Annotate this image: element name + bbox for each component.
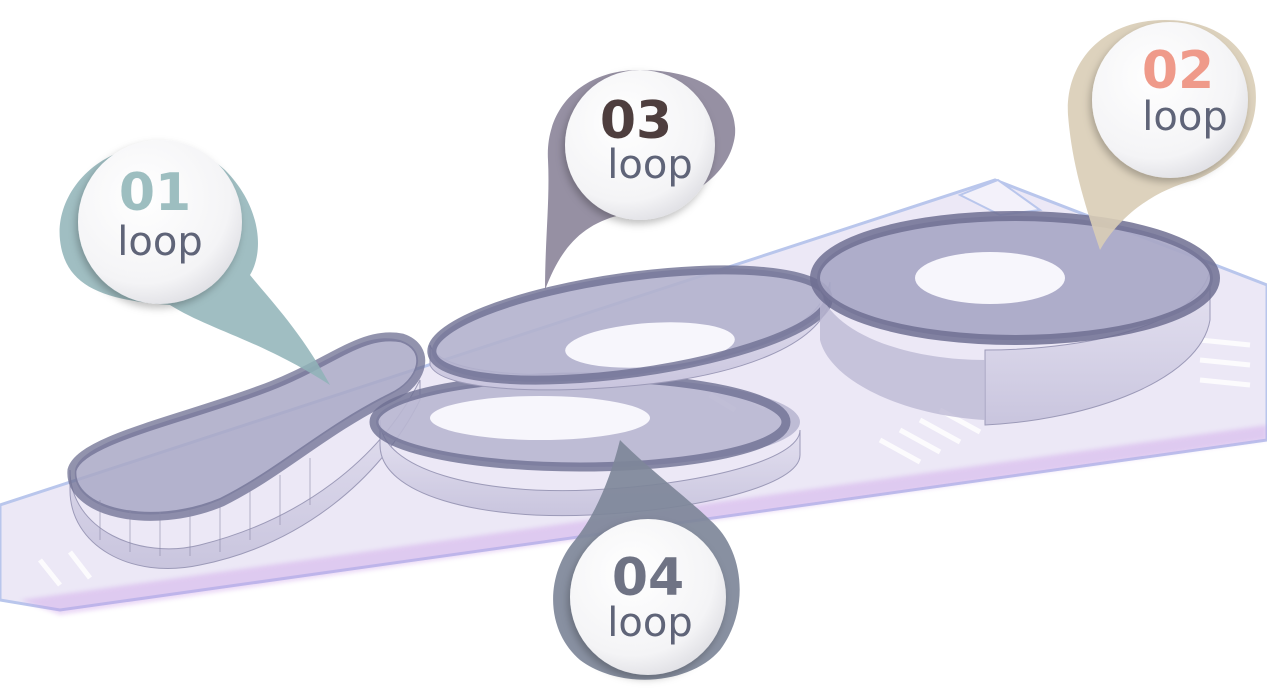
building-03-courtyard — [565, 322, 735, 368]
callout-01-number: 01 — [119, 163, 191, 223]
building-02-wall-shadow — [820, 290, 985, 420]
building-01-facade-lines — [99, 458, 311, 556]
callout-04: 04 loop — [553, 440, 740, 680]
building-04-wall — [379, 419, 801, 517]
callout-02-disc — [1092, 22, 1248, 178]
callout-04-number: 04 — [612, 548, 684, 608]
callout-01: 01 loop — [59, 140, 331, 385]
building-04-courtyard — [430, 396, 650, 440]
building-01-roof — [74, 338, 419, 515]
callout-03-label: loop — [607, 142, 692, 188]
callout-03: 03 loop — [545, 70, 736, 290]
building-02-courtyard — [915, 252, 1065, 304]
building-04 — [369, 372, 801, 517]
loop-ring-01 — [67, 332, 426, 521]
callout-04-disc — [570, 519, 726, 675]
callout-02: 02 loop — [1067, 20, 1256, 250]
site-peak — [957, 178, 1043, 217]
callout-03-number: 03 — [600, 91, 672, 151]
callout-01-label: loop — [117, 219, 202, 265]
callout-03-disc — [565, 70, 715, 220]
callout-04-label: loop — [607, 600, 692, 646]
building-02 — [810, 211, 1220, 426]
building-01 — [67, 332, 426, 569]
callout-02-label: loop — [1142, 94, 1227, 140]
building-03 — [427, 265, 833, 391]
loop-ring-02 — [810, 211, 1220, 345]
callout-02-number: 02 — [1142, 41, 1214, 101]
callout-01-disc — [78, 140, 242, 304]
